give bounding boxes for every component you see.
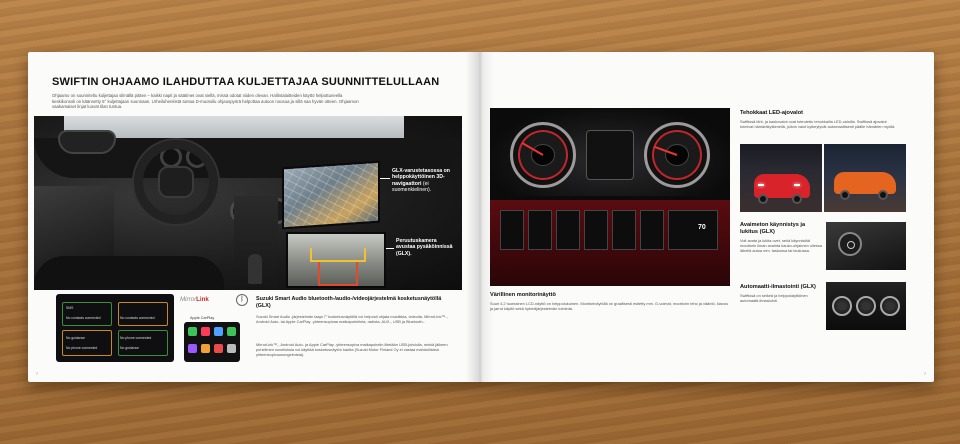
callout-nav-sub: (ei suomenkielinen). [392,180,432,194]
brochure-spine [466,52,494,382]
screen-label: No contacts connected [66,316,101,320]
music-app-icon [201,327,210,336]
headlight [794,184,800,186]
side-mirror [58,130,116,154]
display-tile [668,210,718,250]
smart-audio-body: Suzuki Smart Audio -järjestelmän laaja 7… [256,314,448,325]
smart-audio-screen: SMS No contacts connected No contacts co… [56,294,174,362]
speedometer-center [665,144,689,166]
orange-car-photo [824,144,906,212]
screen-label: No guidance [66,336,86,340]
navigation-screen [282,160,380,230]
seat [34,256,224,290]
display-tile [500,210,524,250]
page-number-right: 7 [924,372,926,376]
keyless-body: Voit avata ja lukita ovet, sekä käynnist… [740,238,822,253]
screen-label: No guidance [120,346,140,350]
tile-value: 70 [698,224,706,231]
display-tile [640,210,664,250]
screen-label: No phone connected [120,336,152,340]
led-title: Tehokkaat LED-ajovalot [740,110,803,116]
screen-panel-1 [62,302,112,326]
phone-app-icon [188,327,197,336]
screen-label: No contacts connected [120,316,155,320]
display-tile [528,210,552,250]
settings-app-icon [227,344,236,353]
callout-line-nav [380,178,390,179]
page-number-left: 7 [36,372,38,376]
rear-camera-screen [286,232,386,288]
page-headline: SWIFTIN OHJAAMO ILAHDUTTAA KULJETTAJAA S… [52,76,440,88]
car-wheel [840,190,850,200]
carplay-app-grid [184,322,240,362]
cockpit-photo: GLX-varustetasossa on helppokäyttöinen 3… [34,116,462,290]
steering-hub [158,166,194,198]
tachometer-center [531,144,555,166]
callout-nav-text: GLX-varustetasossa on helppokäyttöinen 3… [392,168,450,187]
parking-guide-red [318,260,358,286]
car-wheel [878,190,888,200]
monitor-title: Värillinen monitorinäyttö [490,292,556,298]
smart-audio-body-2: MirrorLink™-, Android Auto- ja Apple Car… [256,342,448,358]
monitor-body: Suuri 4,2 tuumainen LCD-näyttö on helppo… [490,301,728,312]
climate-knob [856,296,876,316]
red-car-photo [740,144,822,212]
display-tile [612,210,636,250]
mirrorlink-logo: MirrorLink [180,296,209,303]
smart-audio-title: Suzuki Smart Audio bluetooth-/audio-/vid… [256,296,442,309]
podcasts-app-icon [188,344,197,353]
screen-label: SMS [66,306,74,310]
engine-start-button-icon [838,232,862,256]
climate-knob [832,296,852,316]
map-streets [284,162,378,228]
instrument-cluster-photo: 70 [490,108,730,286]
audiobooks-app-icon [201,344,210,353]
open-brochure: SWIFTIN OHJAAMO ILAHDUTTAA KULJETTAJAA S… [28,52,934,382]
display-tile [584,210,608,250]
right-page: 70 Värillinen monitorinäyttö Suuri 4,2 t… [480,52,934,382]
news-app-icon [214,344,223,353]
led-body: Swiftissä lähi- ja kaukovalot ovat toteu… [740,119,896,129]
screen-panel-3 [62,330,112,356]
gear-shifter [248,254,262,284]
callout-line-camera [386,248,394,249]
intro-paragraph: Ohjaamo on suunniteltu kuljettajaa silmä… [52,93,359,110]
bluetooth-icon: ᛒ [236,294,248,306]
climate-knob [880,296,900,316]
car-body [834,172,896,194]
climate-body: Swiftissä on selkeä ja helppokäyttöinen … [740,293,808,303]
callout-camera: Peruutuskamera avustaa pysäköinnissä (GL… [396,238,453,257]
left-page: SWIFTIN OHJAAMO ILAHDUTTAA KULJETTAJAA S… [28,52,478,382]
screen-panel-2 [118,302,168,326]
mirrorlink-prefix: Mirror [180,296,197,303]
mirrorlink-suffix: Link [196,296,209,303]
screen-panel-4 [118,330,168,356]
climate-title: Automaatti-ilmastointi (GLX) [740,284,816,290]
carplay-logo: Apple CarPlay [190,316,215,320]
display-tile [556,210,580,250]
car-wheel [792,194,802,204]
monitor-display-tiles: 70 [490,200,730,286]
messages-app-icon [227,327,236,336]
maps-app-icon [214,327,223,336]
screen-label: No phone connected [66,346,98,350]
parking-guide-yellow [310,248,366,262]
headlight [758,184,764,186]
center-lcd [586,130,634,180]
callout-navigation: GLX-varustetasossa on helppokäyttöinen 3… [392,168,458,194]
keyless-title: Avaimeton käynnistys ja lukitus (GLX) [740,222,806,235]
car-wheel [758,194,768,204]
